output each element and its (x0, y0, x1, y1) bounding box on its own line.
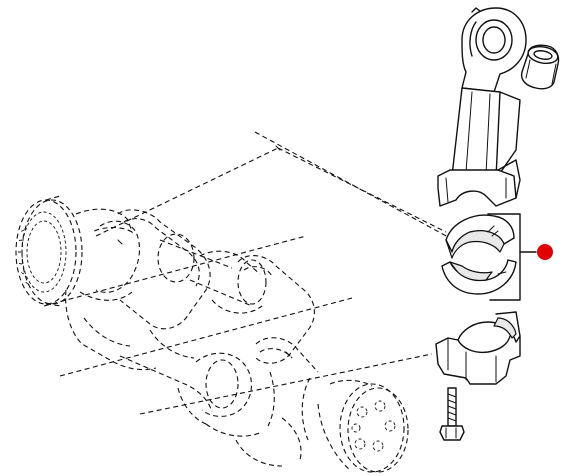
rod-cap (435, 311, 521, 385)
crankshaft (15, 195, 409, 473)
rod-bolt (439, 387, 465, 441)
lower-bearing-shell (441, 259, 517, 295)
bearing-shell-bracket (487, 213, 521, 301)
crankshaft-timing-gear (15, 195, 83, 307)
alignment-lines (43, 131, 451, 415)
bearing-shells (441, 213, 553, 301)
connecting-rod (437, 7, 527, 207)
marker-dot-icon (537, 244, 553, 260)
crankshaft-rear-flange (301, 377, 409, 473)
upper-bearing-shell (445, 214, 515, 259)
small-end-bushing (520, 44, 560, 90)
